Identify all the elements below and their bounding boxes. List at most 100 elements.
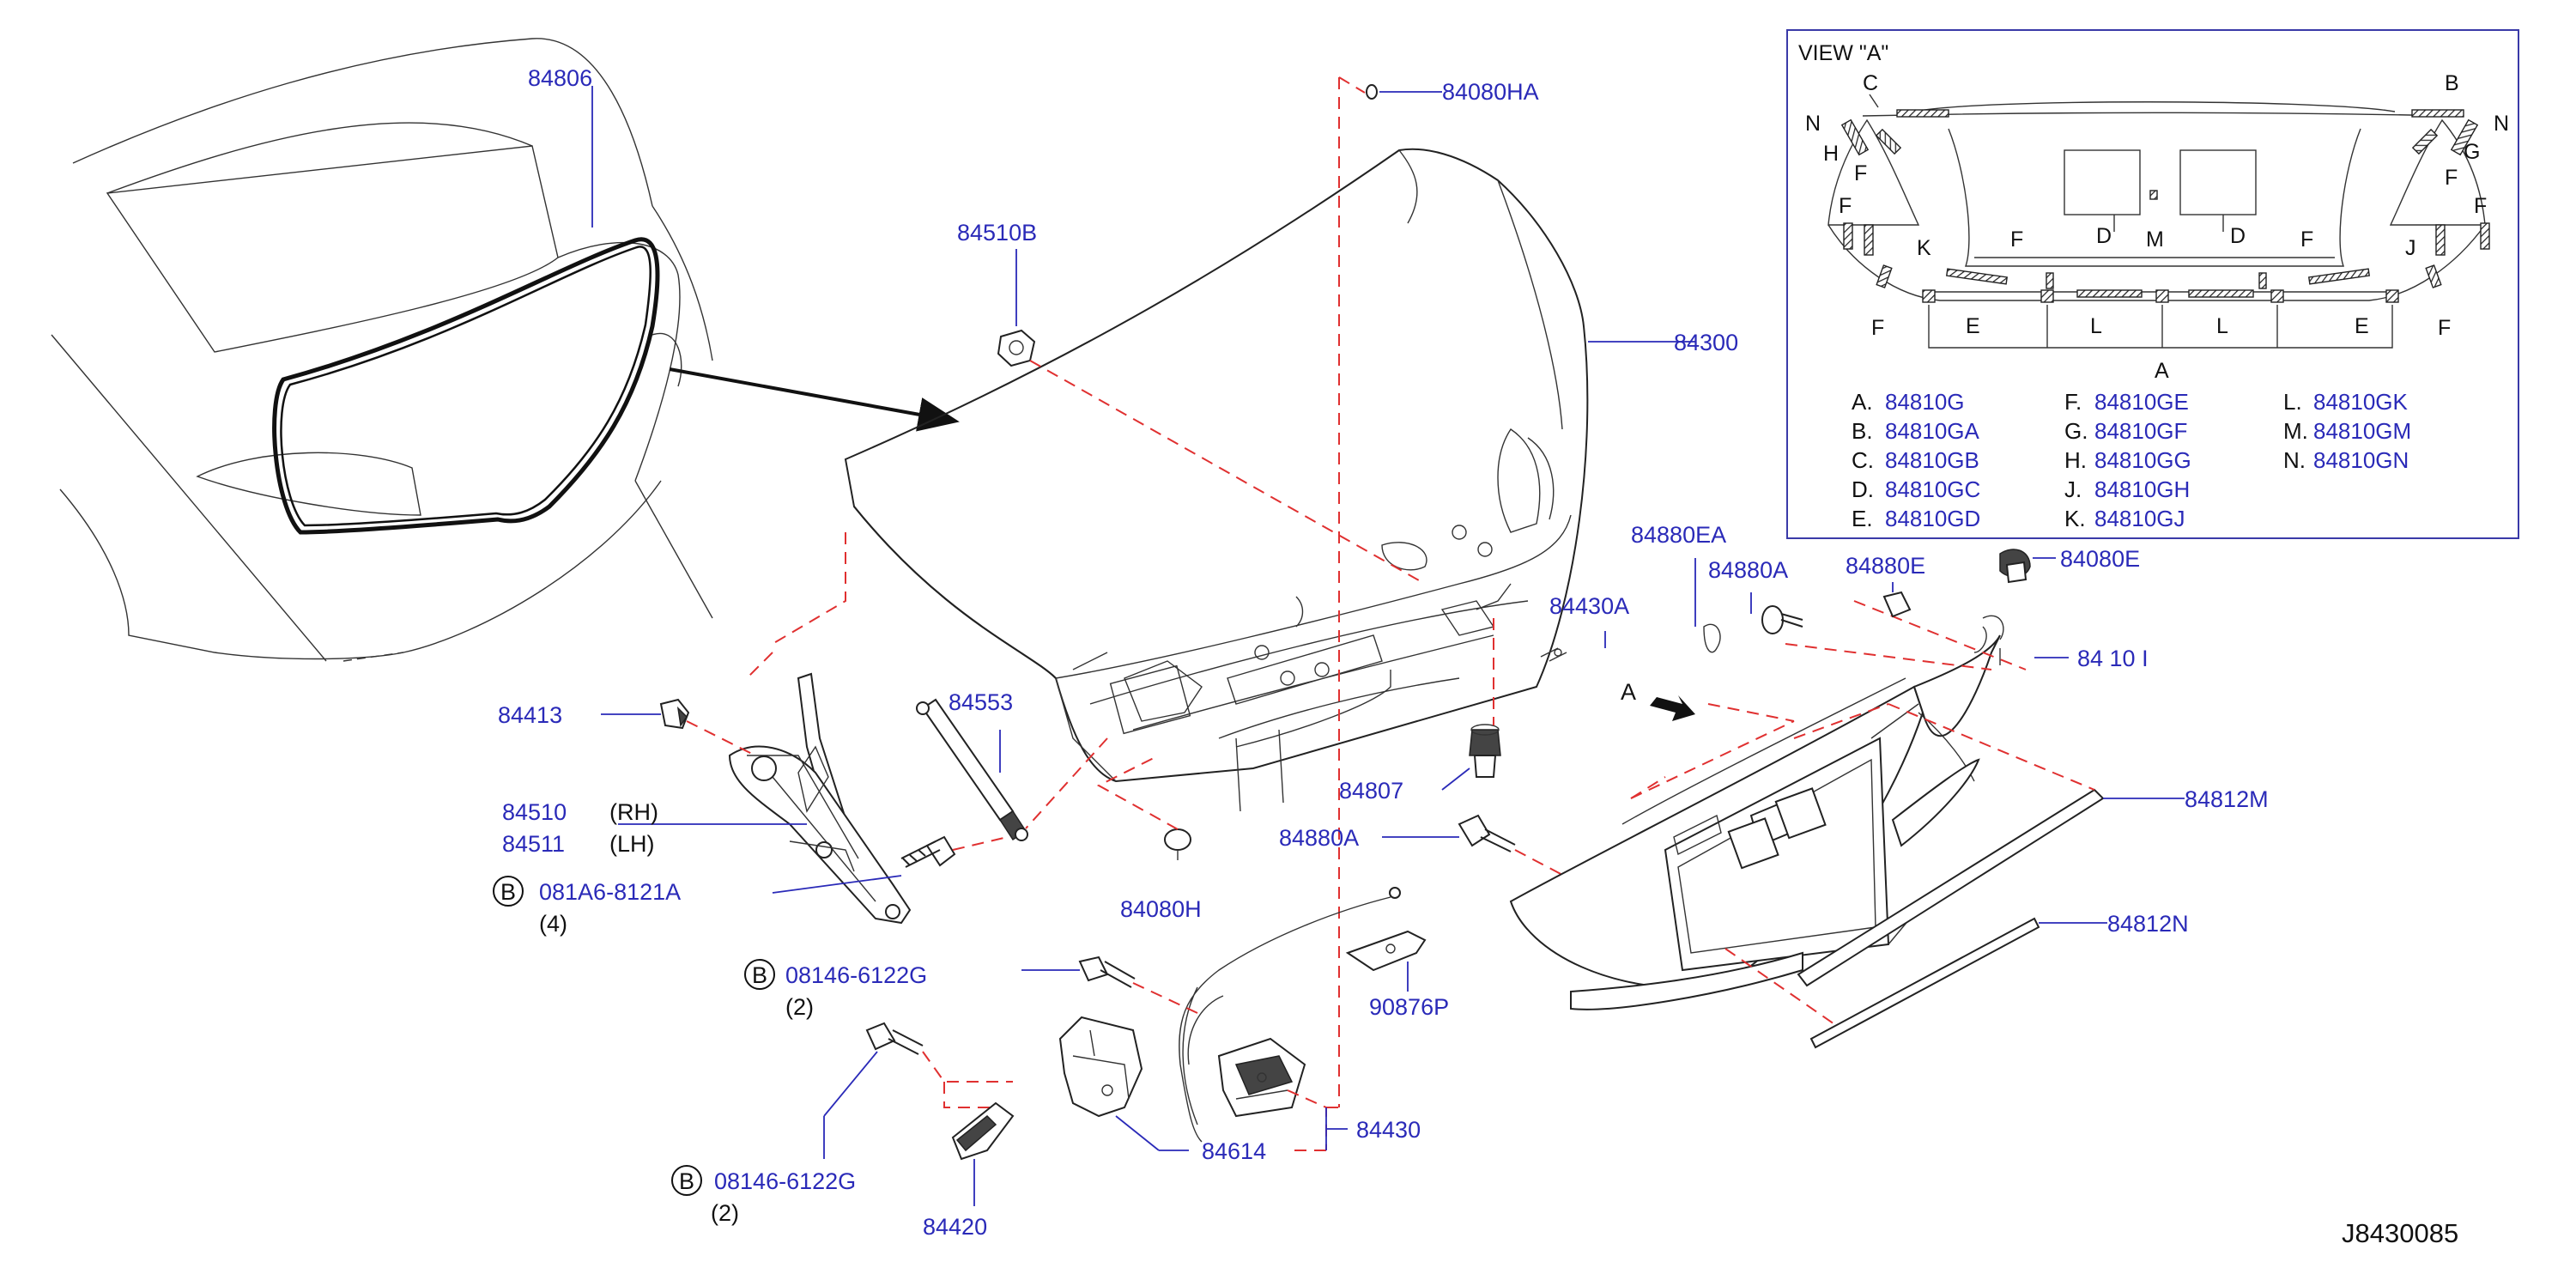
legend-key-d: D. bbox=[1852, 476, 1874, 502]
label-84511: 84511 bbox=[502, 831, 565, 857]
label-84614: 84614 bbox=[1202, 1138, 1266, 1164]
view-a-arrow bbox=[1650, 695, 1695, 721]
callout-l-right: L bbox=[2216, 314, 2228, 338]
legend-part-h: 84810GG bbox=[2094, 447, 2191, 473]
label-84880A-center: 84880A bbox=[1279, 825, 1359, 851]
legend-part-c: 84810GB bbox=[1885, 447, 1979, 473]
callout-f-5: F bbox=[2474, 194, 2487, 218]
clip-84880E bbox=[1882, 591, 1912, 618]
legend-part-g: 84810GF bbox=[2094, 418, 2187, 444]
legend-key-m: M. bbox=[2283, 418, 2308, 444]
legend-part-e: 84810GD bbox=[1885, 506, 1980, 531]
label-84413: 84413 bbox=[498, 702, 562, 728]
label-081A6-8121A: 081A6-8121A bbox=[539, 879, 681, 905]
callout-f-2: F bbox=[1839, 194, 1852, 218]
callout-n-right: N bbox=[2494, 112, 2509, 136]
moulding-84812N bbox=[1809, 917, 2040, 1049]
label-84812M: 84812M bbox=[2185, 786, 2269, 812]
label-84553: 84553 bbox=[949, 689, 1013, 715]
bolt-84880A-right bbox=[1761, 605, 1803, 634]
qty-08146-6122G-lower: (2) bbox=[711, 1200, 739, 1226]
callout-f-7: F bbox=[2010, 228, 2023, 252]
legend-key-e: E. bbox=[1852, 506, 1873, 531]
label-84420: 84420 bbox=[923, 1214, 987, 1240]
label-90876P: 90876P bbox=[1369, 994, 1449, 1020]
legend-key-l: L. bbox=[2283, 389, 2302, 415]
callout-g: G bbox=[2464, 140, 2480, 164]
label-84880A-right: 84880A bbox=[1708, 557, 1788, 583]
bolt-b-3: B bbox=[679, 1168, 694, 1194]
grommet-84080HA bbox=[1366, 84, 1378, 100]
label-84812N: 84812N bbox=[2107, 911, 2189, 937]
legend-key-j: J. bbox=[2064, 476, 2082, 502]
legend-part-d: 84810GC bbox=[1885, 476, 1980, 502]
view-a-box bbox=[1786, 29, 2519, 539]
label-84300: 84300 bbox=[1674, 330, 1738, 355]
label-84880EA: 84880EA bbox=[1631, 522, 1726, 548]
legend-part-m: 84810GM bbox=[2313, 418, 2411, 444]
bolt-circle-b-3 bbox=[671, 1165, 702, 1196]
label-84810: 84 10 I bbox=[2077, 646, 2149, 671]
bolt-circle-b-2 bbox=[744, 959, 775, 990]
callout-l-left: L bbox=[2090, 314, 2102, 338]
label-08146-6122G-lower: 08146-6122G bbox=[714, 1168, 856, 1194]
label-84080E: 84080E bbox=[2060, 546, 2140, 572]
latch-84614 bbox=[1058, 1016, 1143, 1118]
bolt-b-1: B bbox=[500, 879, 516, 905]
legend-key-b: B. bbox=[1852, 418, 1873, 444]
callout-f-1: F bbox=[1854, 161, 1867, 185]
legend-part-b: 84810GA bbox=[1885, 418, 1980, 444]
legend-key-f: F. bbox=[2064, 389, 2082, 415]
view-a-title: VIEW "A" bbox=[1798, 41, 1888, 65]
legend-key-g: G. bbox=[2064, 418, 2088, 444]
diagram-id: J8430085 bbox=[2342, 1218, 2458, 1248]
label-rh: (RH) bbox=[609, 799, 658, 825]
bolt-08146-6122G-lower bbox=[865, 1022, 924, 1055]
callout-d-left: D bbox=[2096, 224, 2112, 248]
trunk-finisher bbox=[1509, 615, 2004, 1010]
legend-part-n: 84810GN bbox=[2313, 447, 2409, 473]
callout-f-6: F bbox=[2438, 316, 2451, 340]
callout-b: B bbox=[2445, 71, 2459, 95]
clip-84880EA bbox=[1703, 623, 1721, 653]
cable-end bbox=[1389, 887, 1401, 899]
bolt-84880A-center bbox=[1458, 814, 1516, 852]
callout-e-left: E bbox=[1966, 314, 1980, 338]
legend-part-f: 84810GE bbox=[2094, 389, 2189, 415]
qty-08146-6122G-upper: (2) bbox=[785, 994, 814, 1020]
label-84806: 84806 bbox=[528, 65, 592, 91]
view-a-legend: A. 84810G B. 84810GA C. 84810GB D. 84810… bbox=[1852, 389, 2411, 531]
callout-f-8: F bbox=[2300, 228, 2313, 252]
bolt-b-2: B bbox=[752, 962, 767, 988]
bolt-081A6-8121A bbox=[900, 835, 956, 868]
hinge-84510 bbox=[728, 672, 912, 925]
label-84510: 84510 bbox=[502, 799, 567, 825]
callout-a: A bbox=[2155, 359, 2169, 383]
legend-key-h: H. bbox=[2064, 447, 2087, 473]
label-84080HA: 84080HA bbox=[1442, 79, 1539, 105]
bolt-circle-b-1 bbox=[493, 876, 524, 907]
callout-j: J bbox=[2405, 236, 2416, 260]
car-rear-body bbox=[51, 38, 960, 662]
trunk-lid-84300 bbox=[844, 148, 1589, 812]
legend-key-n: N. bbox=[2283, 447, 2306, 473]
legend-part-l: 84810GK bbox=[2313, 389, 2409, 415]
callout-k: K bbox=[1917, 236, 1931, 260]
view-a-arrow-label: A bbox=[1621, 679, 1636, 705]
legend-part-a: 84810G bbox=[1885, 389, 1965, 415]
legend-key-a: A. bbox=[1852, 389, 1873, 415]
label-lh: (LH) bbox=[609, 831, 655, 857]
striker-84420 bbox=[951, 1101, 1015, 1161]
bolt-08146-6122G-upper bbox=[1078, 956, 1136, 988]
label-84807: 84807 bbox=[1339, 778, 1403, 804]
callout-n-left: N bbox=[1805, 112, 1821, 136]
label-84430A: 84430A bbox=[1549, 593, 1629, 619]
legend-part-k: 84810GJ bbox=[2094, 506, 2185, 531]
callout-f-3: F bbox=[1871, 316, 1884, 340]
label-84510B: 84510B bbox=[957, 220, 1037, 246]
actuator-84430 bbox=[1217, 1037, 1306, 1118]
bumper-84807 bbox=[1469, 724, 1501, 778]
nut-84510B bbox=[997, 329, 1036, 367]
callout-h: H bbox=[1823, 142, 1839, 166]
label-84880E: 84880E bbox=[1846, 553, 1925, 579]
